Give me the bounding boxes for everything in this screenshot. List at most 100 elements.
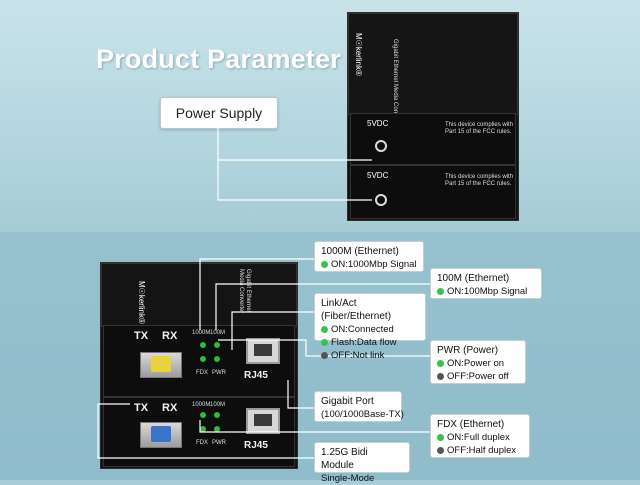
power-unit-1: 5VDC This device complies with Part 15 o…: [350, 113, 516, 165]
status-dot-icon: [437, 447, 444, 454]
page-title: Product Parameter: [96, 44, 341, 74]
status-text: 100Mbp Signal: [463, 286, 528, 297]
led-lact-2: [214, 426, 220, 432]
tx-label: TX: [134, 330, 149, 342]
sfp-window-yellow: [151, 356, 171, 372]
callout-pwr: PWR (Power) ON: Power on OFF: Power off: [430, 340, 526, 384]
power-unit-2-fcc1: This device complies with: [445, 174, 514, 180]
led-lact-2: [214, 356, 220, 362]
power-unit-2-fcc2: Part 15 of the FCC rules.: [445, 181, 512, 187]
status-text: Not link: [352, 350, 385, 361]
power-unit-2-label: 5VDC: [367, 171, 389, 180]
callout-link-line-1: ON: Connected: [321, 323, 419, 336]
led-100m: [214, 342, 220, 348]
callout-link-line-2: Flash: Data flow: [321, 336, 419, 349]
status-text: Full duplex: [463, 432, 510, 443]
callout-pwr-title: PWR (Power): [437, 345, 499, 356]
rj45-label-1: RJ45: [244, 370, 268, 381]
status-text: Single-Mode: [321, 473, 375, 484]
callout-pwr-line-2: OFF: Power off: [437, 370, 519, 383]
status-text: Connected: [347, 324, 394, 335]
callout-link-line-3: OFF: Not link: [321, 349, 419, 362]
status-key: ON:: [331, 324, 348, 335]
bottom-device: M☉kerlink® Gigabit Ethernet Media Conver…: [100, 262, 298, 469]
status-key: ON:: [447, 432, 464, 443]
rj45-label-2: RJ45: [244, 440, 268, 451]
line-power: [217, 127, 372, 161]
led-label-pwr: PWR: [212, 440, 226, 446]
status-dot-icon: [321, 326, 328, 333]
callout-gigabit: Gigabit Port (100/1000Base-TX): [314, 391, 404, 422]
callout-fdx-line-1: ON: Full duplex: [437, 431, 523, 444]
callout-link-title: Link/Act (Fiber/Ethernet): [321, 298, 392, 322]
led-lact: [200, 356, 206, 362]
dc-jack-icon: [375, 140, 387, 152]
power-unit-1-fcc2: Part 15 of the FCC rules.: [445, 129, 512, 135]
led-label-pwr: PWR: [212, 370, 226, 376]
callout-pwr-line-1: ON: Power on: [437, 357, 519, 370]
status-text: (100/1000Base-TX): [321, 409, 404, 420]
led-label-fdx: FDX: [196, 440, 208, 446]
status-text: Power off: [468, 371, 509, 382]
led-label-1000m: 1000M: [192, 402, 211, 408]
callout-bidi-line: Single-Mode: [321, 472, 403, 485]
power-supply-label: Power Supply: [160, 97, 278, 129]
status-text: 1000Mbp Signal: [347, 259, 417, 270]
power-unit-1-fcc1: This device complies with: [445, 122, 514, 128]
status-dot-icon: [437, 360, 444, 367]
tx-label: TX: [134, 402, 149, 414]
converter-unit-2: TX RX 1000M 100M FDX PWR RJ45: [103, 397, 295, 467]
top-device-top-face: [348, 13, 518, 115]
callout-1000m-title: 1000M (Ethernet): [321, 246, 399, 257]
status-dot-icon: [321, 352, 328, 359]
sfp-module-2: [140, 422, 182, 448]
callout-gigabit-title: Gigabit Port: [321, 396, 374, 407]
led-label-1000m: 1000M: [192, 330, 211, 336]
line-pwr: [218, 339, 430, 357]
status-dot-icon: [321, 261, 328, 268]
top-device: M☉kerlink® Gigabit Ethernet Media Conver…: [347, 12, 519, 221]
power-unit-1-label: 5VDC: [367, 119, 389, 128]
callout-fdx-title: FDX (Ethernet): [437, 419, 505, 430]
rj45-port-2: [246, 408, 280, 434]
dc-jack-icon: [375, 194, 387, 206]
callout-100m-line: ON: 100Mbp Signal: [437, 285, 535, 298]
status-dot-icon: [321, 339, 328, 346]
callout-fdx-line-2: OFF: Half duplex: [437, 444, 523, 457]
rj45-port-1: [246, 338, 280, 364]
sfp-module-1: [140, 352, 182, 378]
led-label-fdx: FDX: [196, 370, 208, 376]
line-power-2: [217, 160, 372, 201]
led-1000m: [200, 412, 206, 418]
sfp-window-blue: [151, 426, 171, 442]
led-1000m: [200, 342, 206, 348]
converter-unit-1: TX RX 1000M 100M FDX PWR RJ45: [103, 325, 295, 397]
status-key: ON:: [331, 259, 348, 270]
power-unit-2: 5VDC This device complies with Part 15 o…: [350, 165, 516, 219]
callout-bidi-title: 1.25G Bidi Module: [321, 447, 368, 471]
line-bidi: [97, 403, 314, 459]
status-dot-icon: [437, 434, 444, 441]
line-gigabit: [287, 380, 314, 409]
status-text: Half duplex: [468, 445, 517, 456]
led-label-100m: 100M: [210, 402, 226, 408]
line-1000m: [199, 258, 314, 330]
led-label-100m: 100M: [210, 330, 226, 336]
callout-1000m-line: ON: 1000Mbp Signal: [321, 258, 417, 271]
line-fdx: [199, 420, 430, 433]
callout-100m-title: 100M (Ethernet): [437, 273, 510, 284]
callout-1000m: 1000M (Ethernet) ON: 1000Mbp Signal: [314, 241, 424, 272]
top-panel: [0, 0, 640, 232]
status-text: Data flow: [356, 337, 397, 348]
status-dot-icon: [437, 288, 444, 295]
callout-bidi: 1.25G Bidi Module Single-Mode: [314, 442, 410, 484]
status-dot-icon: [437, 373, 444, 380]
led-100m: [214, 412, 220, 418]
status-key: OFF:: [331, 350, 353, 361]
line-100m: [215, 283, 430, 330]
line-link: [231, 311, 314, 350]
status-text: Power on: [463, 358, 505, 369]
status-key: ON:: [447, 358, 464, 369]
status-key: OFF:: [447, 371, 469, 382]
